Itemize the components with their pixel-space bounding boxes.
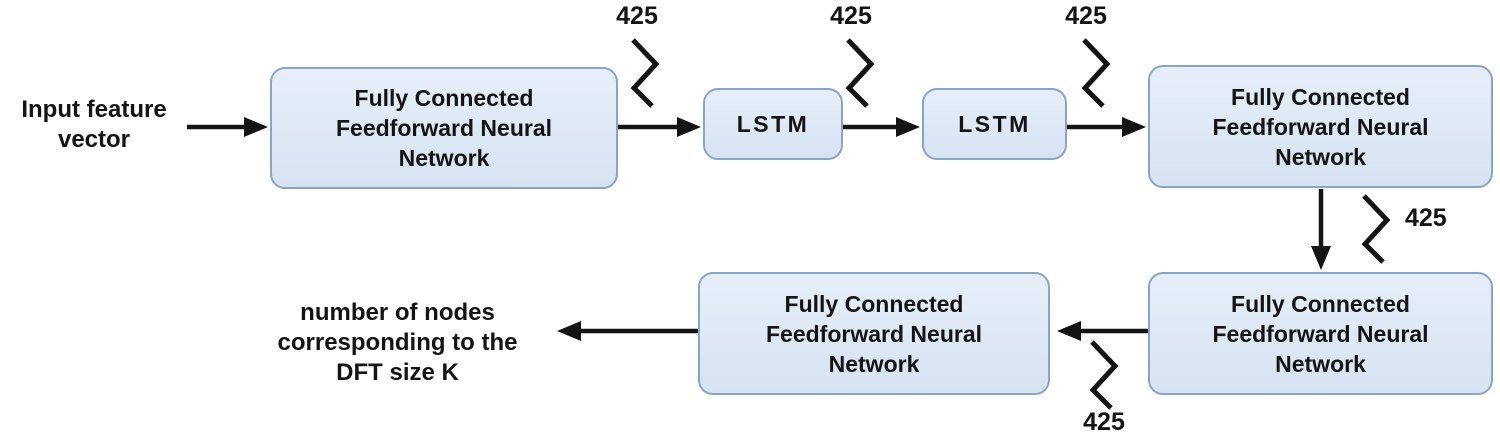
arrow-input-to-ffnn1: [187, 117, 268, 137]
node-ffnn-4: Fully Connected Feedforward Neural Netwo…: [698, 272, 1050, 395]
bus-width-label-2: 425: [830, 2, 872, 30]
bus-width-mark-4: [1361, 194, 1391, 264]
bus-width-mark-2: [845, 38, 875, 108]
node-ffnn-3: Fully Connected Feedforward Neural Netwo…: [1148, 272, 1493, 395]
arrow-ffnn1-to-lstm1: [618, 117, 701, 137]
arrow-lstm2-to-ffnn2: [1067, 117, 1146, 137]
node-ffnn-1: Fully Connected Feedforward Neural Netwo…: [270, 67, 618, 189]
node-lstm-1: LSTM: [703, 88, 843, 160]
bus-width-label-3: 425: [1065, 2, 1107, 30]
bus-width-mark-1: [630, 38, 660, 108]
arrow-ffnn4-to-output: [557, 321, 698, 341]
bus-width-mark-5: [1089, 340, 1119, 410]
arrow-ffnn2-to-ffnn3: [1311, 189, 1331, 270]
input-label: Input feature vector: [21, 96, 167, 153]
bus-width-label-1: 425: [616, 2, 658, 30]
arrow-ffnn3-to-ffnn4: [1057, 321, 1148, 341]
bus-width-label-5: 425: [1083, 408, 1125, 436]
bus-width-label-4: 425: [1405, 204, 1447, 232]
node-ffnn-2: Fully Connected Feedforward Neural Netwo…: [1148, 65, 1493, 188]
bus-width-mark-3: [1081, 38, 1111, 108]
node-lstm-2: LSTM: [922, 88, 1067, 160]
arrow-lstm1-to-lstm2: [843, 117, 920, 137]
output-label: number of nodes corresponding to the DFT…: [277, 299, 518, 386]
